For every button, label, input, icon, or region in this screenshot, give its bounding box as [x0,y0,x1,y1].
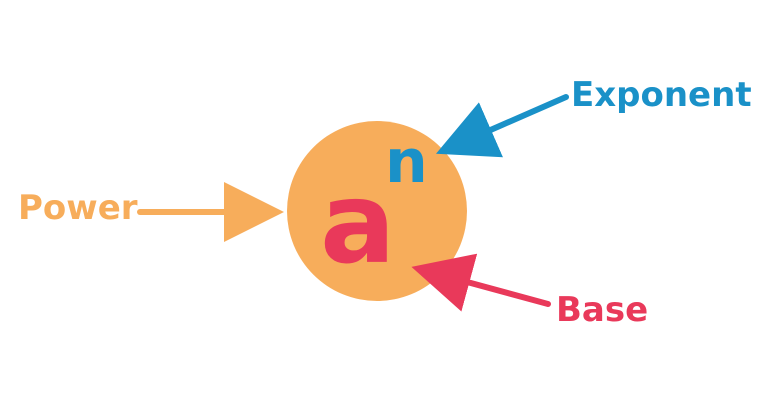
base-arrow [411,253,551,312]
power-label: Power [18,188,138,228]
base-symbol: a [320,159,396,289]
exponent-label: Exponent [571,75,752,115]
exponent-symbol: n [385,127,428,197]
base-label: Base [556,290,649,330]
exponent-arrow [436,94,569,158]
